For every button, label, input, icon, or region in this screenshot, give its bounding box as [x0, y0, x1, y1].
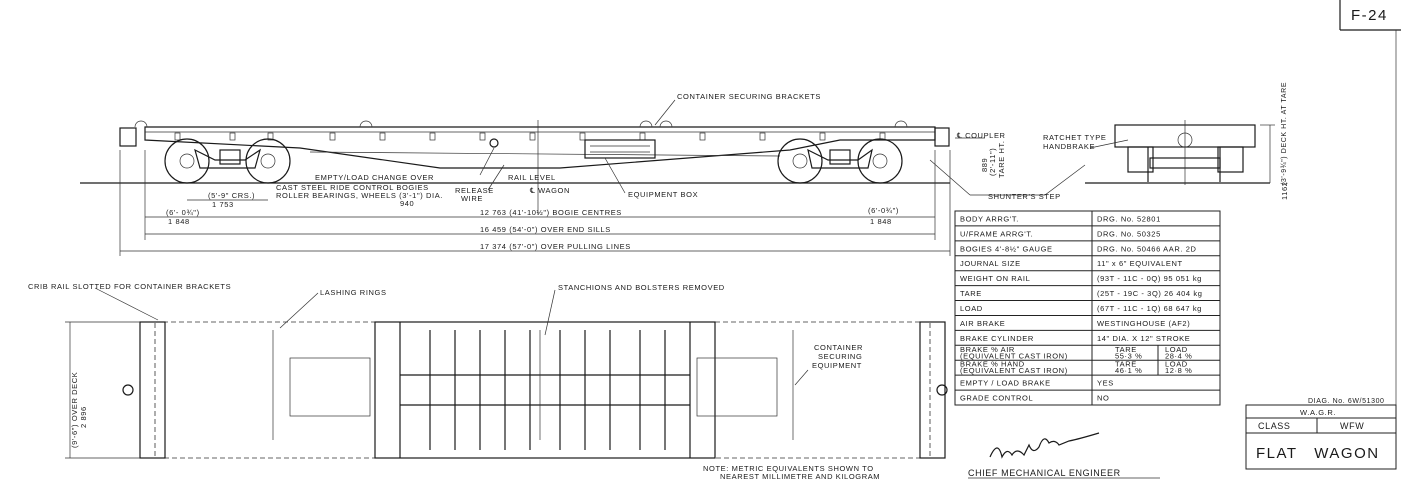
svg-text:(2'-11"): (2'-11")	[988, 148, 997, 176]
class-value: WFW	[1340, 421, 1364, 431]
spec-load-label: LOAD	[1165, 360, 1188, 369]
svg-text:2 896: 2 896	[79, 406, 88, 428]
svg-text:17 374 (57'-0") OVER PULLING: 17 374 (57'-0") OVER PULLING LINES	[480, 242, 631, 251]
svg-text:12 763 (41'-10½") BOGIE CENTR: 12 763 (41'-10½") BOGIE CENTRES	[480, 208, 622, 217]
svg-text:ROLLER BEARINGS, WHEELS (3'-1": ROLLER BEARINGS, WHEELS (3'-1") DIA.	[276, 191, 443, 200]
svg-text:1 848: 1 848	[870, 217, 892, 226]
spec-label-sub: (EQUIVALENT CAST IRON)	[960, 351, 1068, 360]
svg-text:WIRE: WIRE	[461, 194, 483, 203]
svg-text:940: 940	[400, 199, 414, 208]
spec-value: (25T - 19C - 3Q) 26 404 kg	[1097, 289, 1203, 298]
svg-text:LASHING RINGS: LASHING RINGS	[320, 288, 387, 297]
svg-text:CAST STEEL RIDE CONTROL BOGIES: CAST STEEL RIDE CONTROL BOGIES	[276, 183, 429, 192]
class-label: CLASS	[1258, 421, 1291, 431]
svg-text:(3'-9¾") DECK HT. AT TARE: (3'-9¾") DECK HT. AT TARE	[1281, 82, 1288, 185]
svg-text:℄ WAGON: ℄ WAGON	[529, 186, 570, 195]
spec-label: LOAD	[960, 304, 983, 313]
svg-text:TARE HT.: TARE HT.	[997, 140, 1006, 178]
spec-tare-value: 55·3 %	[1115, 351, 1142, 360]
wagon-name: FLAT WAGON	[1256, 445, 1380, 462]
svg-text:℄ COUPLER: ℄ COUPLER	[956, 131, 1006, 140]
signature	[989, 432, 1100, 459]
spec-value: YES	[1097, 379, 1114, 388]
equipment-box	[584, 139, 656, 159]
spec-value: (67T - 11C - 1Q) 68 647 kg	[1097, 304, 1202, 313]
svg-text:(5'-9" CRS.): (5'-9" CRS.)	[208, 191, 255, 200]
sheet-number: F-24	[1351, 7, 1388, 24]
bogie-right	[777, 138, 903, 184]
spec-value: DRG. No. 52801	[1097, 214, 1161, 223]
svg-text:16 459 (54'-0") OVER END SILL: 16 459 (54'-0") OVER END SILLS	[480, 225, 611, 234]
spec-label: GRADE CONTROL	[960, 394, 1033, 403]
spec-label: TARE	[960, 289, 982, 298]
plan-view: CRIB RAIL SLOTTED FOR CONTAINER BRACKETS…	[28, 282, 948, 459]
spec-value: 11" x 6" EQUIVALENT	[1097, 259, 1183, 268]
spec-tare-label: TARE	[1115, 345, 1137, 354]
coupler-left	[119, 127, 137, 147]
spec-label: BRAKE % AIR	[960, 345, 1015, 354]
svg-text:RAIL LEVEL: RAIL LEVEL	[508, 173, 556, 182]
changeover-valve	[489, 138, 499, 148]
spec-value: (93T - 11C - 0Q) 95 051 kg	[1097, 274, 1202, 283]
spec-label: BRAKE CYLINDER	[960, 334, 1034, 343]
title-block: DIAG. No. 6W/51300 W.A.G.R. CLASS WFW FL…	[1245, 398, 1397, 470]
spec-label: JOURNAL SIZE	[960, 259, 1021, 268]
svg-text:(9'-6") OVER DECK: (9'-6") OVER DECK	[70, 372, 79, 448]
spec-label: AIR BRAKE	[960, 319, 1005, 328]
side-elevation: CONTAINER SECURING BRACKETS ℄ COUPLER 88…	[80, 92, 1086, 256]
spec-value: DRG. No. 50466 AAR. 2D	[1097, 244, 1197, 253]
spec-label: WEIGHT ON RAIL	[960, 274, 1030, 283]
spec-value: NO	[1097, 394, 1109, 403]
spec-value: WESTINGHOUSE (AF2)	[1097, 319, 1190, 328]
spec-value: DRG. No. 50325	[1097, 229, 1161, 238]
bogie-left	[164, 138, 291, 184]
spec-label: BOGIES 4'-8½" GAUGE	[960, 244, 1053, 253]
spec-label: BRAKE % HAND	[960, 360, 1025, 369]
spec-label: BODY ARRG'T.	[960, 214, 1019, 223]
end-view: RATCHET TYPE HANDBRAKE (3'-9¾") DECK HT.…	[1043, 82, 1289, 200]
svg-text:EMPTY/LOAD CHANGE OVER: EMPTY/LOAD CHANGE OVER	[315, 173, 434, 182]
spec-label: U/FRAME ARRG'T.	[960, 229, 1033, 238]
spec-load-label: LOAD	[1165, 345, 1188, 354]
svg-text:HANDBRAKE: HANDBRAKE	[1043, 142, 1095, 151]
signature-title: CHIEF MECHANICAL ENGINEER	[968, 468, 1121, 478]
note-line-2: NEAREST MILLIMETRE AND KILOGRAM	[720, 472, 880, 481]
diagram-number: DIAG. No. 6W/51300	[1308, 398, 1385, 405]
svg-text:RELEASE: RELEASE	[455, 186, 494, 195]
coupler-right	[934, 127, 950, 147]
svg-text:STANCHIONS AND BOLSTERS REMOVE: STANCHIONS AND BOLSTERS REMOVED	[558, 283, 725, 292]
spec-tare-label: TARE	[1115, 360, 1137, 369]
underframe	[144, 126, 936, 169]
spec-load-value: 12·8 %	[1165, 366, 1192, 375]
svg-text:CRIB RAIL SLOTTED FOR CONTAINE: CRIB RAIL SLOTTED FOR CONTAINER BRACKETS	[28, 282, 231, 291]
owner: W.A.G.R.	[1300, 408, 1336, 417]
svg-text:SECURING: SECURING	[818, 352, 862, 361]
svg-text:889: 889	[980, 158, 989, 172]
svg-text:(6'-0¾"): (6'-0¾")	[868, 206, 899, 215]
spec-load-value: 28·4 %	[1165, 351, 1192, 360]
svg-text:EQUIPMENT BOX: EQUIPMENT BOX	[628, 190, 698, 199]
svg-text:1 848: 1 848	[168, 217, 190, 226]
svg-text:RATCHET TYPE: RATCHET TYPE	[1043, 133, 1106, 142]
spec-label-sub: (EQUIVALENT CAST IRON)	[960, 366, 1068, 375]
svg-text:CONTAINER: CONTAINER	[814, 343, 863, 352]
spec-value: 14" DIA. X 12" STROKE	[1097, 334, 1190, 343]
svg-text:1 753: 1 753	[212, 200, 234, 209]
spec-label: EMPTY / LOAD BRAKE	[960, 379, 1051, 388]
svg-text:1162: 1162	[1280, 181, 1289, 200]
svg-text:SHUNTER'S STEP: SHUNTER'S STEP	[988, 192, 1061, 201]
svg-text:EQUIPMENT: EQUIPMENT	[812, 361, 862, 370]
svg-text:CONTAINER SECURING BRACKETS: CONTAINER SECURING BRACKETS	[677, 92, 821, 101]
spec-tare-value: 46·1 %	[1115, 366, 1142, 375]
svg-text:(6'- 0¾"): (6'- 0¾")	[166, 208, 200, 217]
note-line-1: NOTE: METRIC EQUIVALENTS SHOWN TO	[703, 464, 874, 473]
